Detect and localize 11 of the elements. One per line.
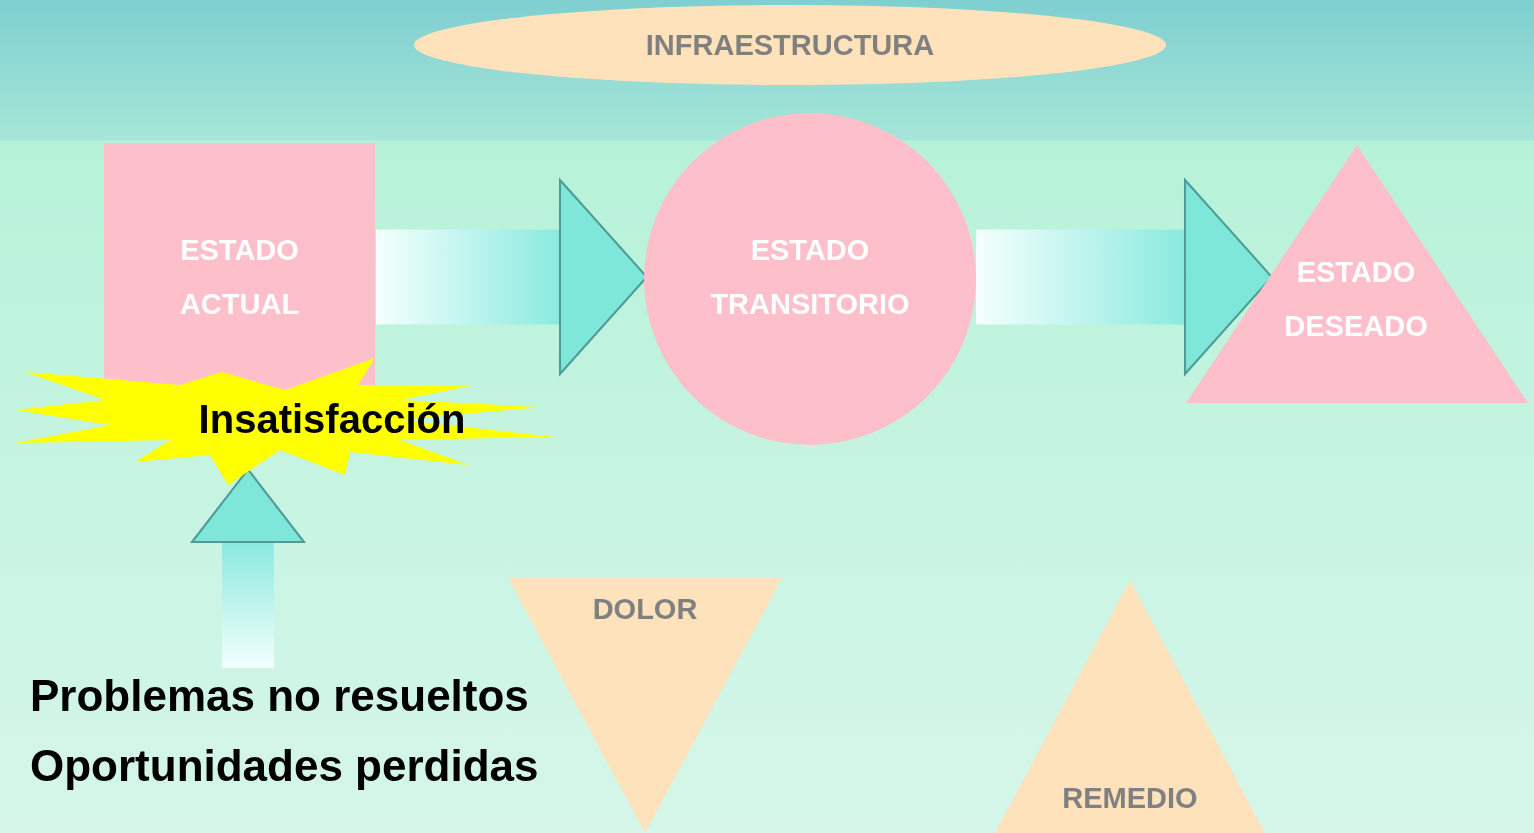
node-label: ESTADO TRANSITORIO: [709, 233, 911, 322]
block-arrow: [976, 179, 1273, 375]
node-label: INFRAESTRUCTURA: [644, 28, 936, 63]
node-label: ESTADO DESEADO: [1283, 255, 1429, 344]
node-label: REMEDIO: [1061, 781, 1199, 816]
node-label: Insatisfacción: [197, 396, 467, 443]
block-arrow: [190, 468, 306, 668]
node-label: DOLOR: [591, 592, 699, 627]
node-label: ESTADO ACTUAL: [178, 233, 301, 322]
note-text: Oportunidades perdidas: [30, 740, 540, 792]
note-text: Problemas no resueltos: [30, 670, 530, 722]
